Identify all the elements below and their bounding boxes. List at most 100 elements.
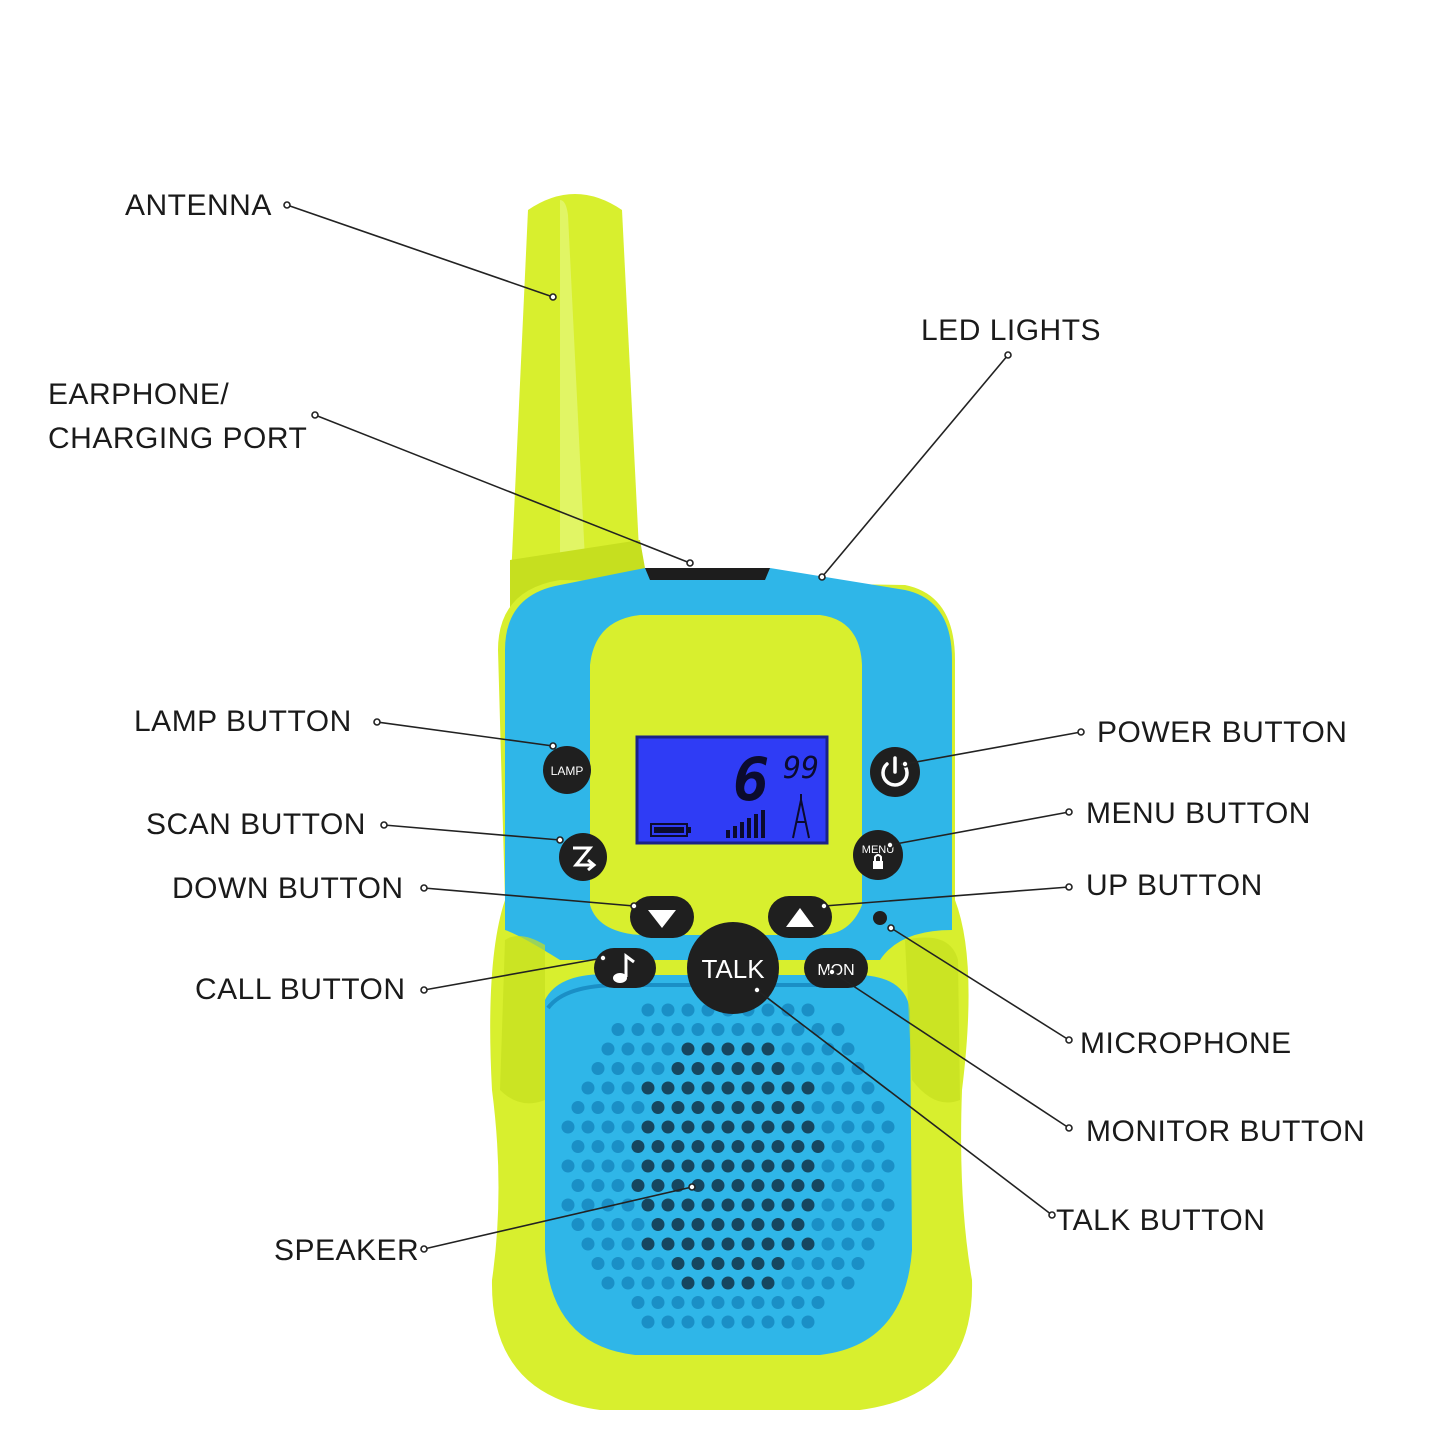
down-button[interactable] <box>630 896 694 938</box>
speaker-hole <box>781 1276 795 1290</box>
label-call-button: CALL BUTTON <box>195 973 406 1006</box>
speaker-hole <box>711 1062 725 1075</box>
speaker-hole <box>681 1003 695 1017</box>
speaker-hole <box>811 1179 825 1192</box>
speaker-hole <box>641 1198 655 1212</box>
speaker-hole <box>821 1198 835 1212</box>
speaker-hole <box>751 1218 765 1231</box>
power-icon <box>881 756 909 787</box>
speaker-hole <box>621 1042 635 1056</box>
power-button[interactable] <box>870 747 920 797</box>
speaker-hole <box>661 1276 675 1290</box>
speaker-hole <box>721 1237 735 1251</box>
talk-button[interactable]: TALK <box>687 922 779 1014</box>
speaker-hole <box>761 1003 775 1017</box>
speaker-hole <box>761 1042 775 1056</box>
speaker-hole <box>821 1120 835 1134</box>
speaker-hole <box>841 1198 855 1212</box>
speaker-hole <box>611 1140 625 1153</box>
speaker-hole <box>751 1023 765 1036</box>
speaker-hole <box>741 1081 755 1095</box>
speaker-hole <box>581 1159 595 1173</box>
speaker-hole <box>751 1140 765 1153</box>
monitor-button[interactable]: MON <box>804 948 868 988</box>
speaker-hole <box>731 1179 745 1192</box>
speaker-hole <box>591 1062 605 1075</box>
lcd-display: 6 99 <box>635 735 829 845</box>
speaker-hole <box>711 1257 725 1270</box>
speaker-hole <box>661 1120 675 1134</box>
speaker-hole <box>751 1257 765 1270</box>
speaker-hole <box>711 1023 725 1036</box>
speaker-hole <box>591 1140 605 1153</box>
speaker-hole <box>841 1159 855 1173</box>
speaker-hole <box>801 1120 815 1134</box>
speaker-hole <box>681 1159 695 1173</box>
speaker-hole <box>631 1101 645 1114</box>
triangle-up-icon <box>786 908 814 927</box>
speaker-hole <box>631 1218 645 1231</box>
speaker-hole <box>681 1042 695 1056</box>
speaker-hole <box>591 1218 605 1231</box>
speaker-hole <box>831 1062 845 1075</box>
speaker-hole <box>801 1081 815 1095</box>
speaker-hole <box>601 1237 615 1251</box>
label-menu-button: MENU BUTTON <box>1086 797 1311 830</box>
speaker-hole <box>811 1140 825 1153</box>
up-button[interactable] <box>768 896 832 938</box>
speaker-hole <box>781 1081 795 1095</box>
speaker-hole <box>731 1140 745 1153</box>
speaker-hole <box>791 1218 805 1231</box>
speaker-hole <box>651 1140 665 1153</box>
speaker-hole <box>771 1218 785 1231</box>
speaker-hole <box>791 1101 805 1114</box>
lamp-button[interactable]: LAMP <box>543 746 591 794</box>
call-button[interactable] <box>594 948 656 988</box>
leader-endpoints <box>283 201 1085 1253</box>
speaker-hole <box>691 1062 705 1075</box>
lamp-key-label: LAMP <box>551 764 584 778</box>
speaker-hole <box>691 1023 705 1036</box>
speaker-hole <box>621 1159 635 1173</box>
speaker-hole <box>691 1101 705 1114</box>
speaker-hole <box>791 1062 805 1075</box>
speaker-hole <box>751 1179 765 1192</box>
speaker-hole <box>601 1081 615 1095</box>
speaker-hole <box>611 1062 625 1075</box>
speaker-hole <box>661 1315 675 1329</box>
speaker-hole <box>871 1101 885 1114</box>
speaker-hole <box>681 1198 695 1212</box>
speaker-hole <box>741 1237 755 1251</box>
menu-button[interactable]: MENU <box>853 830 903 880</box>
speaker-hole <box>741 1042 755 1056</box>
speaker-hole <box>761 1081 775 1095</box>
speaker-hole <box>571 1218 585 1231</box>
speaker-hole <box>841 1081 855 1095</box>
speaker-hole <box>671 1257 685 1270</box>
speaker-hole <box>711 1140 725 1153</box>
speaker-hole <box>671 1023 685 1036</box>
speaker-hole <box>881 1198 895 1212</box>
speaker-hole <box>801 1003 815 1017</box>
speaker-hole <box>851 1218 865 1231</box>
speaker-hole <box>801 1276 815 1290</box>
speaker-hole <box>711 1101 725 1114</box>
scan-button[interactable] <box>559 833 607 881</box>
speaker-hole <box>641 1237 655 1251</box>
speaker-hole <box>611 1023 625 1036</box>
speaker-hole <box>841 1120 855 1134</box>
speaker-hole <box>881 1159 895 1173</box>
speaker-hole <box>611 1257 625 1270</box>
speaker-hole <box>771 1140 785 1153</box>
label-speaker: SPEAKER <box>274 1234 420 1267</box>
speaker-hole <box>781 1315 795 1329</box>
speaker-hole <box>841 1237 855 1251</box>
speaker-hole <box>641 1042 655 1056</box>
speaker-hole <box>651 1296 665 1309</box>
speaker-hole <box>741 1315 755 1329</box>
speaker-hole <box>641 1081 655 1095</box>
leader-lines <box>286 204 1082 1250</box>
label-earphone-line1: EARPHONE/ <box>48 378 230 411</box>
speaker-hole <box>641 1315 655 1329</box>
